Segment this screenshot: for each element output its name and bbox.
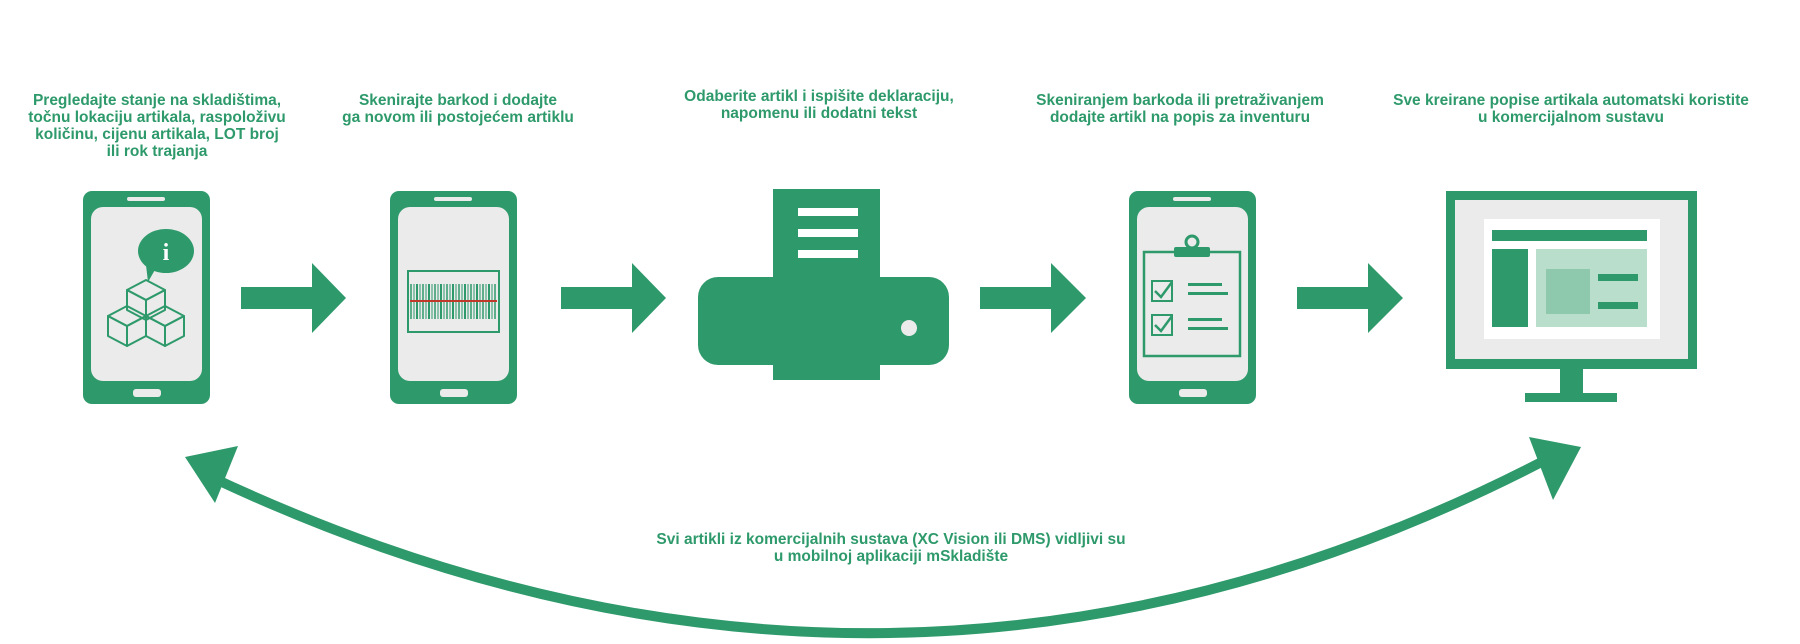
arrow-right-icon xyxy=(980,263,1086,333)
phone-inventory-info-icon: i xyxy=(83,191,210,404)
step-4-caption: Skeniranjem barkoda ili pretraživanjem d… xyxy=(1036,92,1324,126)
step-1-caption: Pregledajte stanje na skladištima, točnu… xyxy=(28,92,286,160)
arrow-right-icon xyxy=(1297,263,1403,333)
step-5-caption: Sve kreirane popise artikala automatski … xyxy=(1393,92,1749,126)
boxes-icon xyxy=(107,279,185,347)
phone-checklist-icon xyxy=(1129,191,1256,404)
monitor-icon xyxy=(1446,191,1697,402)
step-3-caption: Odaberite artikl i ispišite deklaraciju,… xyxy=(684,88,954,122)
svg-text:i: i xyxy=(163,240,170,266)
clipboard-icon xyxy=(1142,234,1242,358)
bidirectional-sync-arrow-icon xyxy=(185,437,1581,639)
sync-caption: Svi artikli iz komercijalnih sustava (XC… xyxy=(656,531,1126,565)
arrow-right-icon xyxy=(561,263,666,333)
phone-barcode-scan-icon xyxy=(390,191,517,404)
step-2-caption: Skenirajte barkod i dodajte ga novom ili… xyxy=(342,92,574,126)
printer-icon xyxy=(698,189,949,380)
arrow-right-icon xyxy=(241,263,346,333)
info-bubble-icon: i xyxy=(138,229,194,282)
